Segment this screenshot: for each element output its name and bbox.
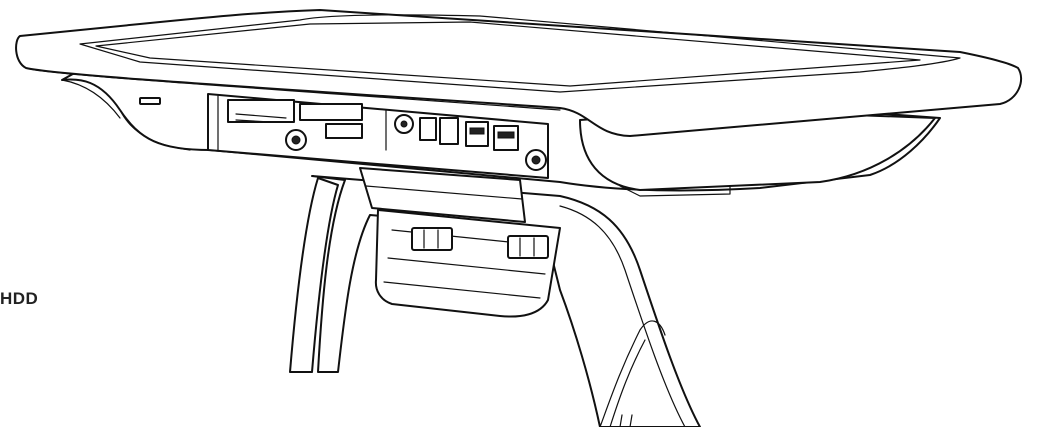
terminal-head [15,9,1023,197]
stand-column [311,175,701,428]
port-usb-a [325,123,363,139]
port-block-left [227,99,295,123]
hinge-bracket [374,209,561,318]
port-block-mid [299,103,363,121]
display-screen [79,14,961,93]
stand [289,167,701,428]
hinge-block-right [507,235,549,259]
port-lan [439,117,459,145]
stand-neck [359,167,526,223]
hdd-callout-label: HDD [0,289,39,308]
port-audio [419,117,437,141]
hinge-block-left [411,227,453,251]
side-slot [139,97,161,105]
stand-left-leg [289,177,339,373]
